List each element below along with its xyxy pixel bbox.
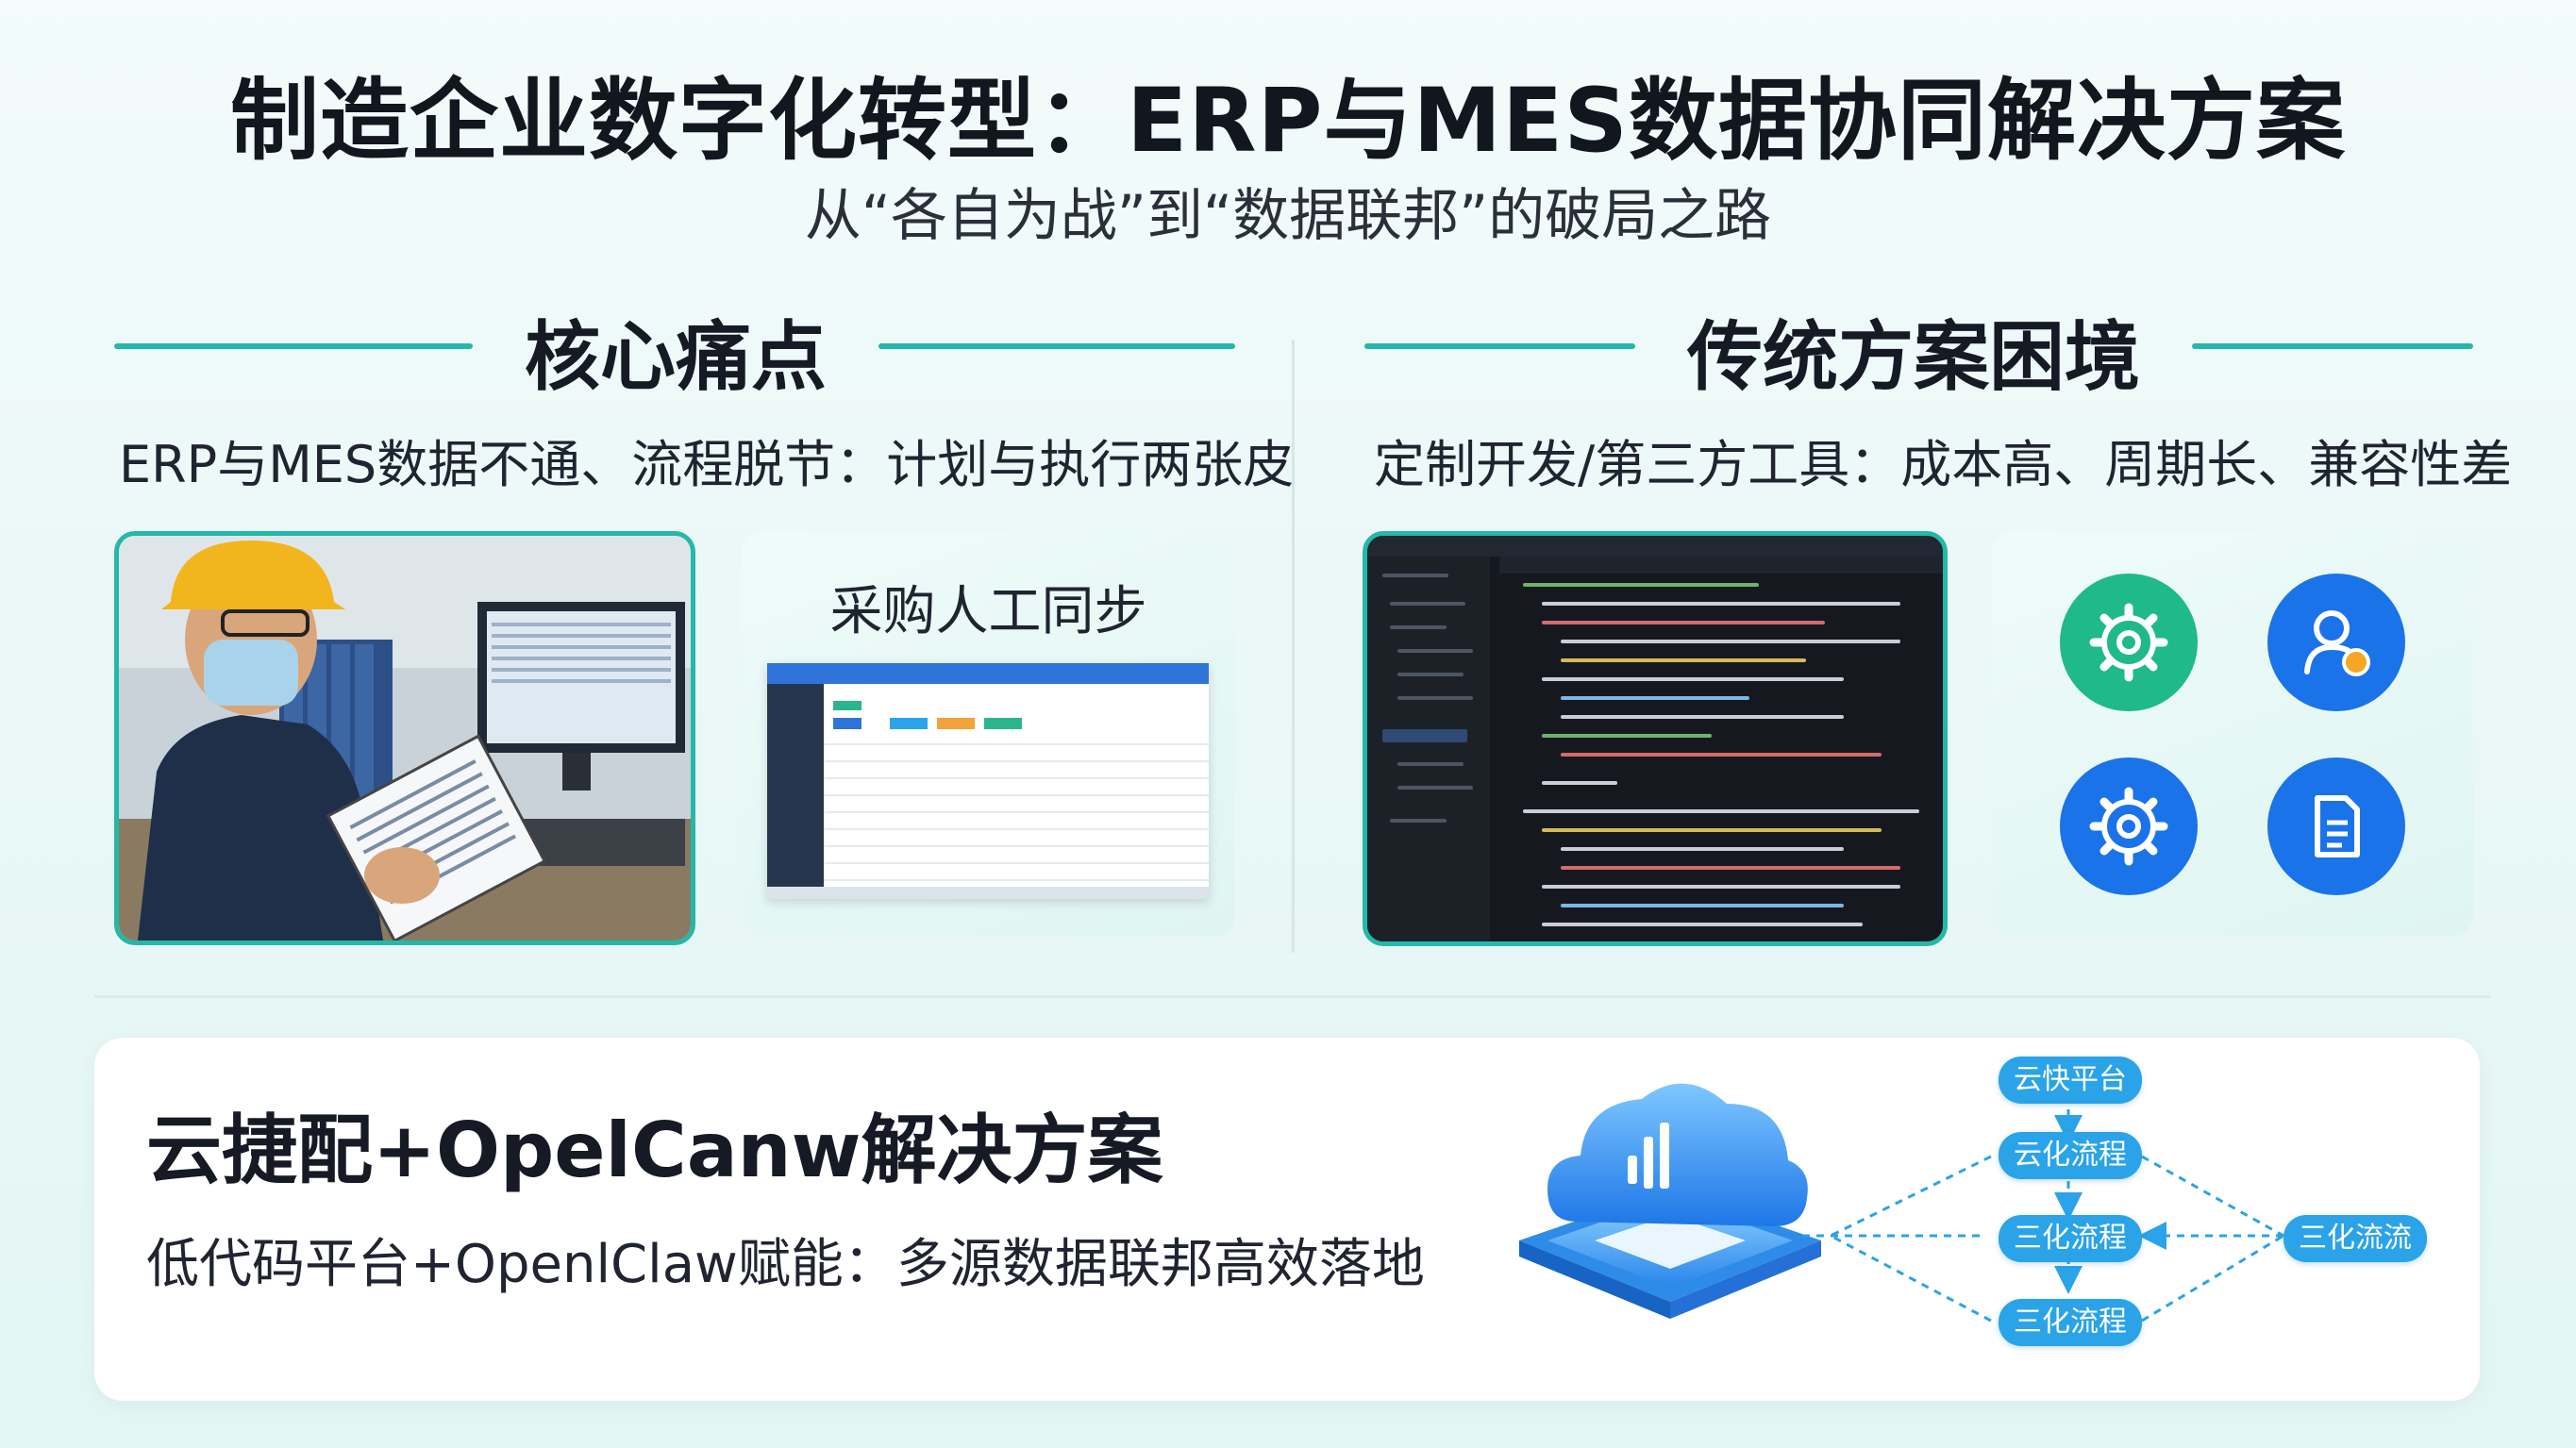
code-editor-screenshot <box>1363 531 1948 946</box>
cloud-platform-illustration <box>1510 1047 1831 1321</box>
document-icon <box>2267 757 2405 895</box>
erp-app-screenshot <box>767 663 1209 899</box>
section-rule-left-b <box>878 343 1235 349</box>
page-title: 制造企业数字化转型：ERP与MES数据协同解决方案 <box>230 70 2346 173</box>
traditional-description: 定制开发/第三方工具：成本高、周期长、兼容性差 <box>1374 435 2513 494</box>
manual-sync-title: 采购人工同步 <box>829 581 1147 642</box>
manual-sync-card: 采购人工同步 <box>742 531 1235 937</box>
pain-points-description: ERP与MES数据不通、流程脱节：计划与执行两张皮 <box>119 435 1295 494</box>
gear-icon <box>2060 757 2198 895</box>
node-process-right: 三化流流 <box>2283 1215 2427 1262</box>
section-rule-right-a <box>1364 343 1635 349</box>
pain-points-title: 核心痛点 <box>525 313 827 401</box>
page-subtitle: 从“各自为战”到“数据联邦”的破局之路 <box>804 183 1772 249</box>
section-rule-right-b <box>2192 343 2473 349</box>
node-cloud-platform: 云快平台 <box>1999 1057 2142 1104</box>
traditional-title: 传统方案困境 <box>1687 313 2140 401</box>
node-process-bottom: 三化流程 <box>1999 1299 2142 1346</box>
integration-icons-card <box>1992 531 2473 937</box>
solution-description: 低代码平台+OpenlClaw赋能：多源数据联邦高效落地 <box>146 1234 1425 1295</box>
node-process-middle: 三化流程 <box>1999 1215 2142 1262</box>
section-rule-left-a <box>114 343 473 349</box>
section-divider <box>1292 340 1295 953</box>
worker-photo <box>114 531 695 945</box>
node-cloud-process: 云化流程 <box>1999 1132 2142 1179</box>
bottom-divider <box>94 995 2491 998</box>
solution-title: 云捷配+OpelCanw解决方案 <box>146 1107 1163 1194</box>
user-icon <box>2267 574 2405 711</box>
gear-icon <box>2060 574 2198 711</box>
